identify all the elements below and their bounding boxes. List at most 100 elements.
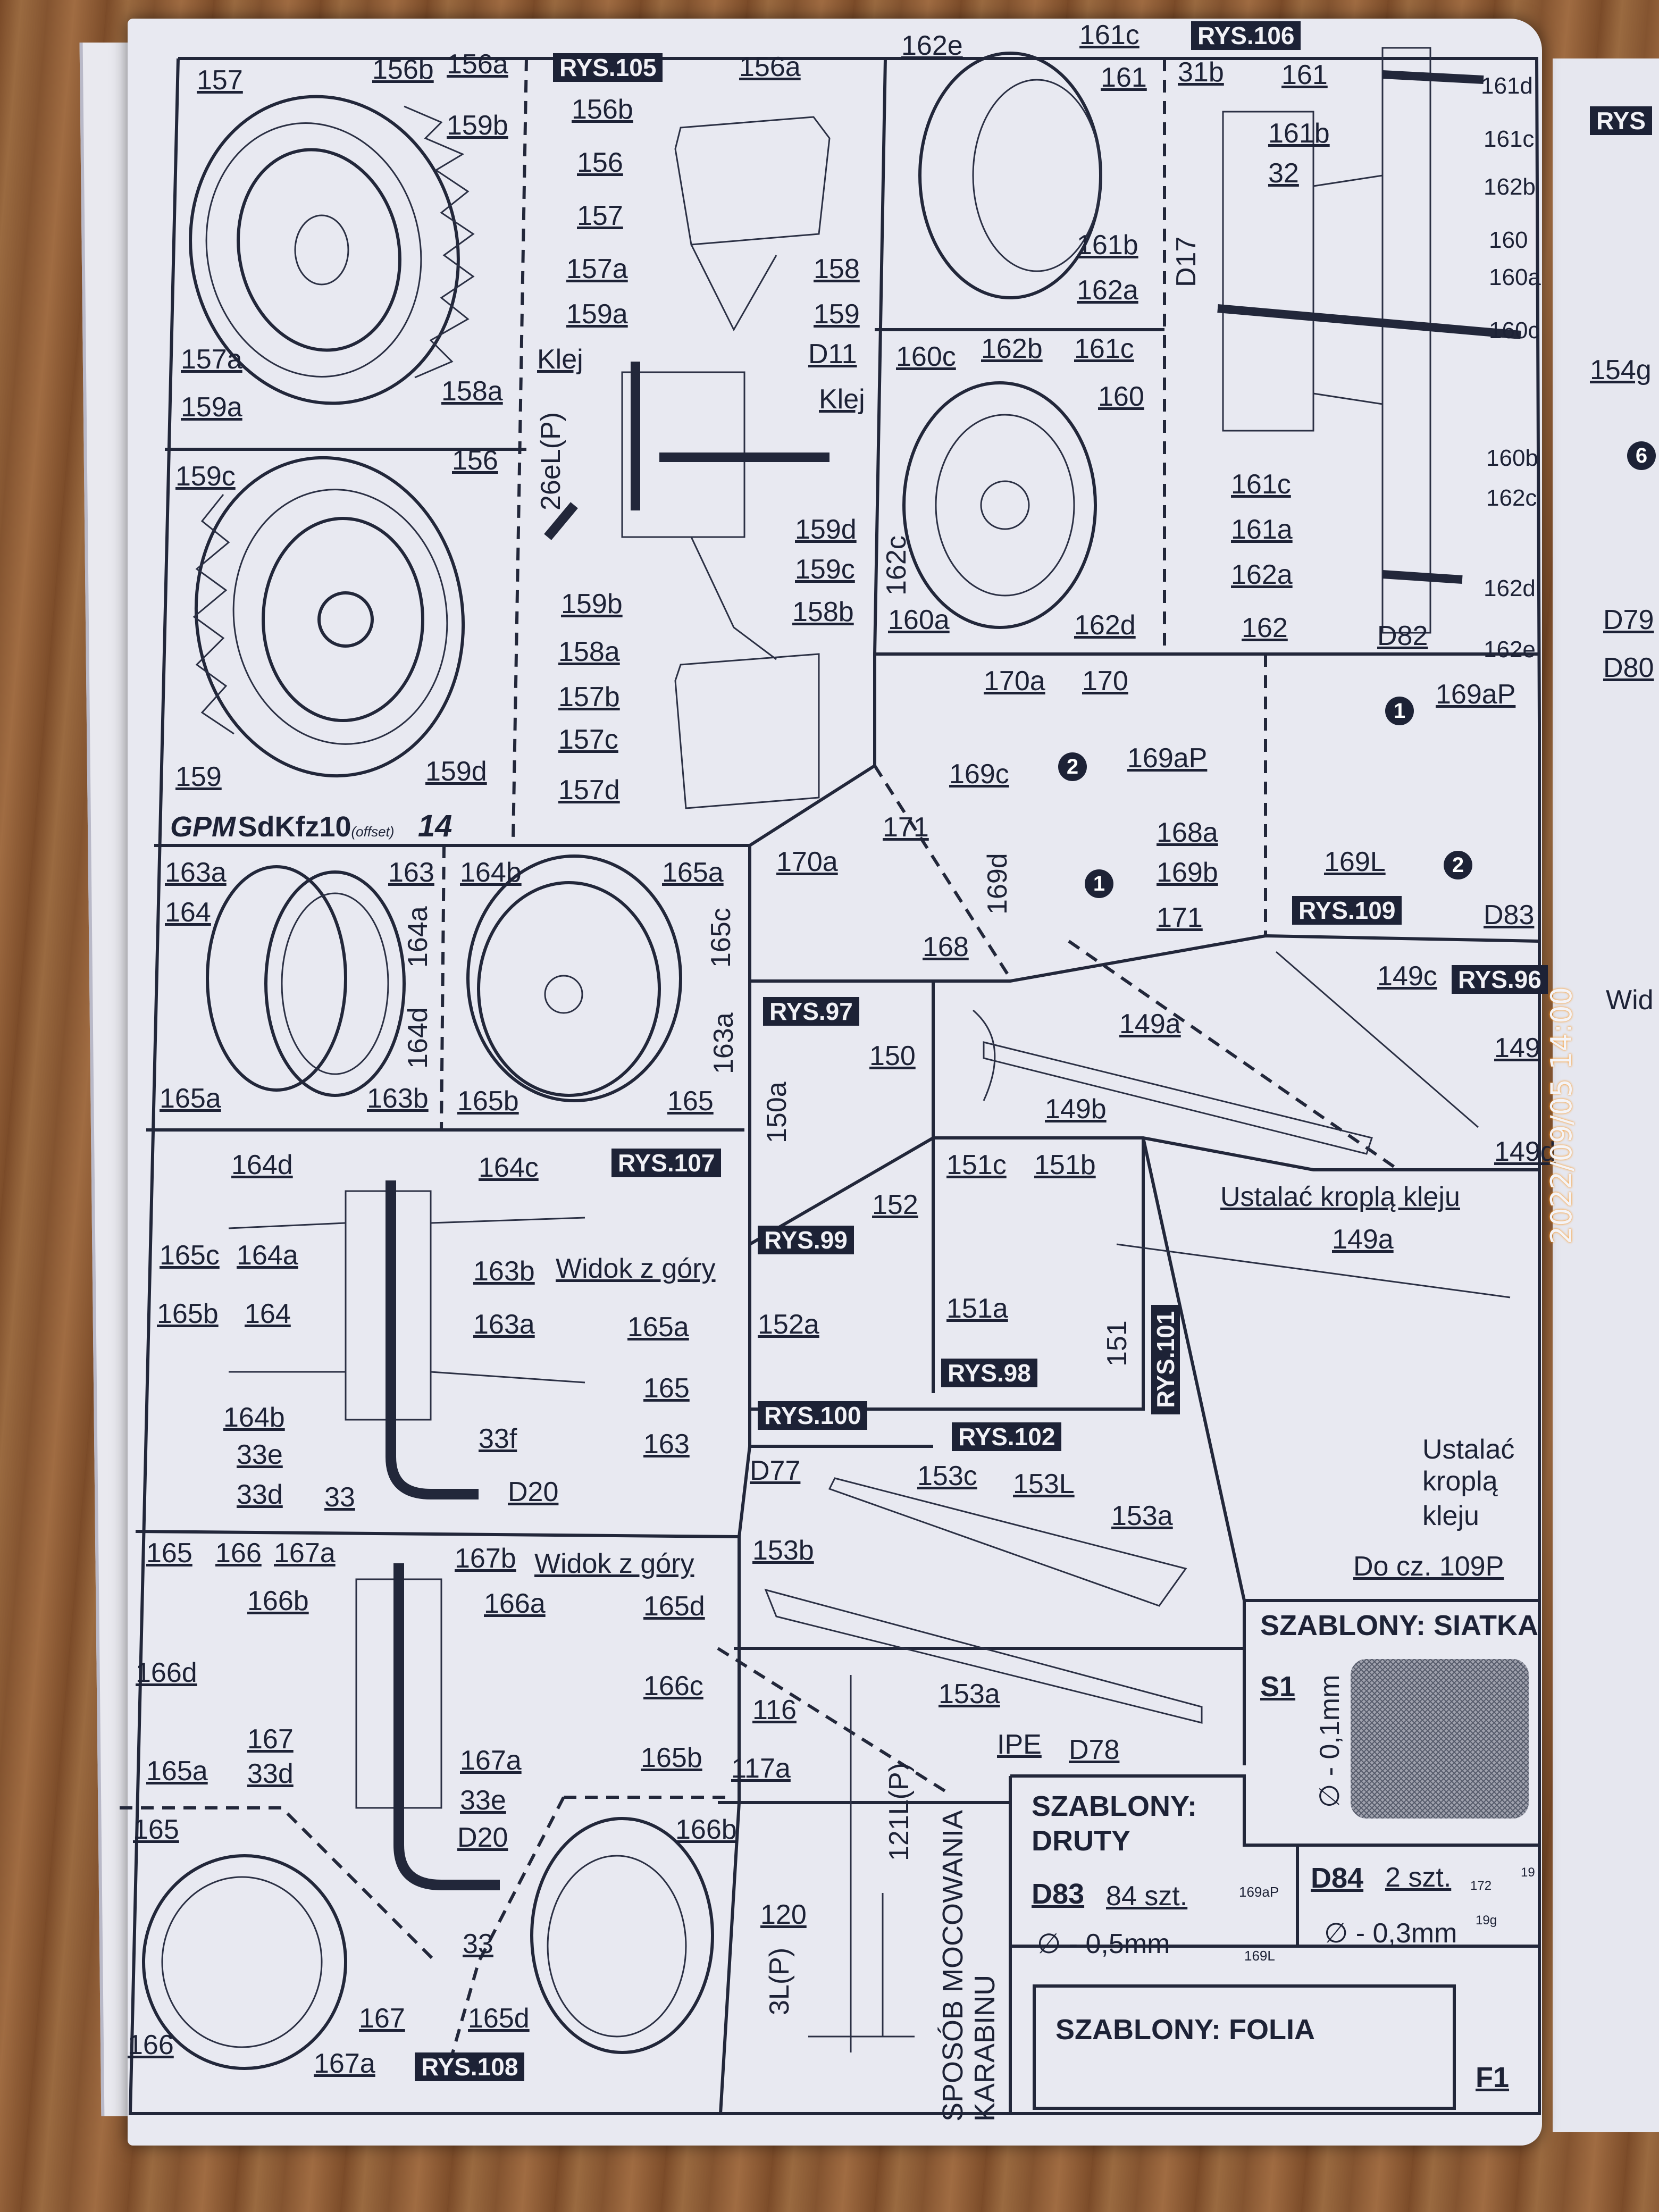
rys97-tag: RYS.97: [763, 997, 859, 1026]
step-1-badge: 1: [1085, 869, 1113, 898]
label: 167: [247, 1724, 294, 1755]
label: 153a: [939, 1679, 1000, 1710]
karabin-mount-drawing: [808, 1675, 915, 2052]
label: 163b: [473, 1256, 535, 1287]
label: 116: [752, 1695, 797, 1725]
label: 167a: [274, 1538, 336, 1569]
label: 163a: [708, 1012, 739, 1074]
label: 162e: [901, 30, 963, 61]
label: 159b: [561, 589, 623, 619]
label: 163: [388, 857, 434, 888]
label: 121L(P): [884, 1763, 915, 1861]
label: Ustalać: [1422, 1434, 1515, 1465]
label: Klej: [537, 344, 583, 375]
page-number: 14: [417, 809, 453, 843]
label: 163: [643, 1429, 690, 1460]
label: 163a: [165, 857, 227, 888]
label: 151a: [946, 1293, 1008, 1324]
label: 165c: [706, 908, 736, 968]
label: 165c: [160, 1240, 220, 1271]
label: 162a: [1231, 559, 1293, 590]
sprocket-drawing-bottom: [902, 381, 1097, 629]
step-1-badge: 1: [1385, 697, 1414, 725]
label: 164a: [237, 1240, 298, 1271]
karabinu-text: KARABINU: [969, 1974, 1001, 2122]
label: 161: [1101, 62, 1147, 93]
d83-spec: ∅ - 0,5mm: [1037, 1929, 1170, 1959]
label: 157a: [566, 254, 628, 284]
tyre-drawing-1: [189, 95, 475, 405]
label: 159d: [795, 514, 857, 545]
label: 150a: [761, 1082, 792, 1143]
label: 117a: [731, 1753, 791, 1784]
label: 170: [1082, 666, 1128, 697]
label: 33d: [237, 1479, 283, 1510]
label: 166b: [675, 1814, 737, 1845]
label: 33e: [460, 1785, 506, 1816]
label: 165a: [662, 857, 724, 888]
label: 33: [463, 1929, 493, 1959]
label: 161b: [1268, 118, 1330, 149]
label: 160c: [896, 341, 956, 372]
brand-header: GPM SdKfz10(offset) 14: [170, 808, 452, 844]
label: 153b: [752, 1535, 814, 1566]
label: 168a: [1157, 817, 1218, 848]
label: D79: [1603, 605, 1654, 635]
label: 159a: [181, 392, 242, 423]
label: D82: [1377, 621, 1428, 651]
step-6-badge: 6: [1627, 441, 1656, 470]
label: 165a: [146, 1756, 208, 1787]
rys107-drawing: [228, 1180, 585, 1499]
label: 168: [923, 932, 969, 962]
label: 150: [869, 1041, 916, 1071]
label: 169c: [949, 759, 1009, 790]
label: 157b: [558, 682, 620, 713]
label: 162: [1242, 613, 1288, 643]
brand-gpm: GPM: [170, 811, 236, 843]
label: 154g: [1590, 355, 1652, 386]
label: 165: [667, 1086, 714, 1117]
label: 159b: [447, 110, 508, 141]
label: Widok z góry: [534, 1548, 694, 1579]
label: 166d: [136, 1657, 197, 1688]
label: 153c: [917, 1461, 977, 1492]
label: 160b: [1486, 445, 1538, 471]
label: 165a: [627, 1312, 689, 1343]
label: D77: [750, 1455, 801, 1486]
rys102-tag: RYS.102: [952, 1422, 1062, 1451]
label: 162a: [1077, 275, 1138, 306]
label: 167a: [460, 1745, 522, 1776]
step-2-badge: 2: [1444, 851, 1472, 879]
label: D83: [1484, 900, 1535, 931]
label: 158a: [441, 376, 503, 407]
d83-part: 169aP: [1239, 1884, 1279, 1900]
label: 149c: [1377, 961, 1437, 992]
label: D80: [1603, 652, 1654, 683]
d84-code: D84: [1311, 1862, 1364, 1894]
sposob-mocowania-text: SPOSÓB MOCOWANIA: [937, 1809, 969, 2122]
rys101-tag: RYS.101: [1151, 1304, 1180, 1414]
label: 162c: [1486, 485, 1537, 511]
label: 165b: [641, 1742, 702, 1773]
label: 33: [324, 1482, 355, 1513]
label: 161: [1281, 60, 1328, 90]
label: Wid: [1606, 985, 1654, 1016]
label: 160: [1098, 381, 1144, 412]
label: 166: [215, 1538, 262, 1569]
druty-title-1: SZABLONY:: [1032, 1790, 1197, 1822]
label: 153L: [1013, 1469, 1075, 1499]
pickaxe-drawing: [973, 951, 1511, 1298]
label: 120: [760, 1899, 807, 1930]
label: 151: [1102, 1320, 1133, 1367]
label: 157: [197, 65, 243, 96]
label: 156: [577, 147, 623, 178]
d83-part: 169L: [1244, 1948, 1275, 1964]
label: 149a: [1332, 1224, 1394, 1255]
rys108-drawing: [142, 1563, 714, 2070]
label: 160a: [888, 605, 950, 635]
label: 165b: [157, 1298, 219, 1329]
label: 159c: [175, 461, 236, 492]
label: 165d: [643, 1591, 705, 1622]
label: D78: [1069, 1735, 1120, 1765]
label: 161c: [1074, 333, 1134, 364]
